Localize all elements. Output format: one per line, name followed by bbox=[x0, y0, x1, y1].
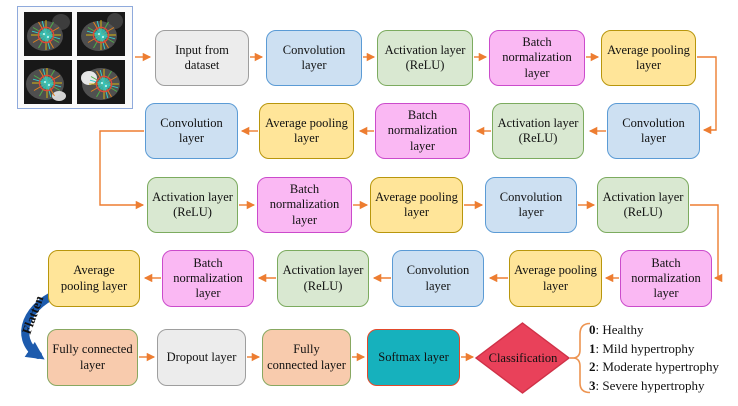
classification-outputs: 0: Healthy 1: Mild hypertrophy 2: Modera… bbox=[589, 321, 737, 395]
node-convolution-layer-3: Convolution layer bbox=[145, 103, 238, 159]
node-batch-normalization-3: Batch normalization layer bbox=[257, 177, 352, 233]
flatten-label: Flatten bbox=[18, 293, 47, 337]
output-desc-2: : Moderate hypertrophy bbox=[595, 359, 719, 375]
node-fully-connected-2: Fully connected layer bbox=[262, 329, 351, 386]
node-activation-relu-5: Activation layer (ReLU) bbox=[277, 250, 369, 307]
node-dropout-layer: Dropout layer bbox=[157, 329, 246, 386]
mri-grid-icon bbox=[17, 6, 133, 109]
node-convolution-layer-5: Convolution layer bbox=[392, 250, 484, 307]
node-batch-normalization-4: Batch normalization layer bbox=[620, 250, 712, 307]
node-batch-normalization-2: Batch normalization layer bbox=[375, 103, 470, 159]
node-average-pooling-2: Average pooling layer bbox=[259, 103, 354, 159]
classification-label: Classification bbox=[488, 350, 558, 365]
node-batch-normalization-5: Batch normalization layer bbox=[162, 250, 254, 307]
output-moderate: 2: Moderate hypertrophy bbox=[589, 358, 737, 376]
node-convolution-layer-4: Convolution layer bbox=[485, 177, 577, 233]
node-input-from-dataset: Input from dataset bbox=[155, 30, 249, 86]
output-desc-1: : Mild hypertrophy bbox=[595, 340, 695, 356]
node-average-pooling-1: Average pooling layer bbox=[601, 30, 696, 86]
output-num-3: 3 bbox=[589, 377, 596, 393]
node-activation-relu-1: Activation layer (ReLU) bbox=[377, 30, 473, 86]
node-activation-relu-2: Activation layer (ReLU) bbox=[492, 103, 584, 159]
node-average-pooling-4: Average pooling layer bbox=[509, 250, 602, 307]
node-activation-relu-4: Activation layer (ReLU) bbox=[597, 177, 689, 233]
node-convolution-layer-2: Convolution layer bbox=[607, 103, 700, 159]
output-num-0: 0 bbox=[589, 322, 596, 337]
output-desc-0: : Healthy bbox=[595, 322, 644, 337]
output-desc-3: : Severe hypertrophy bbox=[595, 377, 705, 393]
output-mild: 1: Mild hypertrophy bbox=[589, 340, 737, 358]
output-num-2: 2 bbox=[589, 359, 596, 375]
output-brace bbox=[573, 322, 591, 394]
node-batch-normalization-1: Batch normalization layer bbox=[489, 30, 585, 86]
cardiac-mri-input-image bbox=[17, 6, 133, 109]
node-average-pooling-5: Average pooling layer bbox=[48, 250, 140, 307]
output-severe: 3: Severe hypertrophy bbox=[589, 377, 737, 395]
node-activation-relu-3: Activation layer (ReLU) bbox=[147, 177, 238, 233]
node-fully-connected-1: Fully connected layer bbox=[47, 329, 138, 386]
output-healthy: 0: Healthy bbox=[589, 321, 737, 339]
output-num-1: 1 bbox=[589, 340, 596, 356]
node-convolution-layer-1: Convolution layer bbox=[266, 30, 362, 86]
node-average-pooling-3: Average pooling layer bbox=[370, 177, 463, 233]
node-softmax-layer: Softmax layer bbox=[367, 329, 460, 386]
